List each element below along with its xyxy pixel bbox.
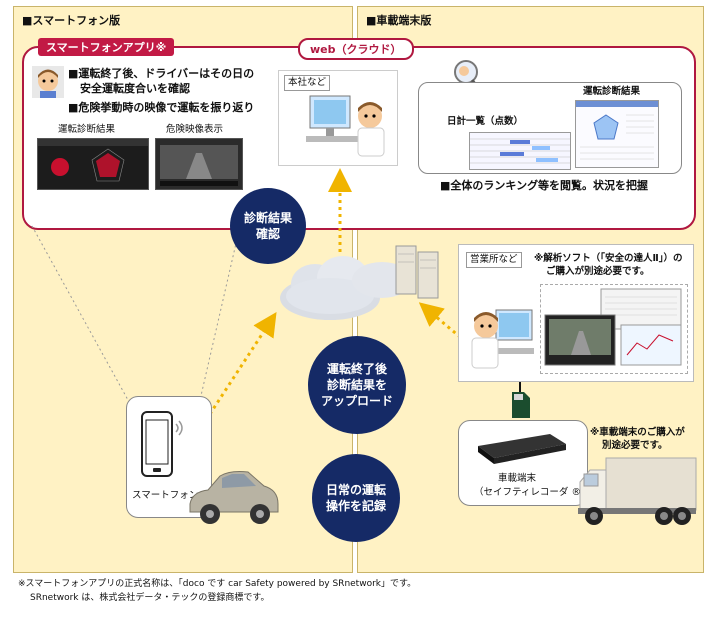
smartphone-icon <box>140 410 186 480</box>
office-person-at-computer <box>466 304 536 374</box>
device-note-line2: 別途必要です。 <box>602 440 668 451</box>
software-note-line2: ご購入が別途必要です。 <box>546 266 650 277</box>
web-cloud-tag: web（クラウド） <box>298 38 414 60</box>
car-icon <box>186 464 282 530</box>
circle1-line2: 確認 <box>255 227 280 241</box>
bullet-check-line1: ■運転終了後、ドライバーはその日の <box>68 67 255 80</box>
daily-list-label: 日計一覧（点数） <box>447 116 524 127</box>
circle2-line2: 診断結果を <box>326 378 387 392</box>
software-note-line1: ※解析ソフト（「安全の達人Ⅱ」）の <box>534 253 683 264</box>
bullet-review-video: ■危険挙動時の映像で運転を振り返り <box>68 101 255 114</box>
smartphone-label: スマートフォン <box>132 490 199 501</box>
office-label: 営業所など <box>466 252 522 268</box>
circle3-line1: 日常の運転 <box>325 483 386 497</box>
hq-label: 本社など <box>284 75 331 91</box>
circle2-line1: 運転終了後 <box>326 362 387 376</box>
label-danger-video: 危険映像表示 <box>166 124 224 135</box>
footer-note-line1: ※スマートフォンアプリの正式名称は、「doco です car Safety po… <box>18 579 417 589</box>
cloud-icon <box>275 248 385 326</box>
server-icon <box>352 240 442 302</box>
hq-person-at-computer <box>300 92 396 162</box>
smartphone-app-tag: スマートフォンアプリ※ <box>38 38 175 56</box>
onboard-section-title: ■車載端末版 <box>366 14 432 27</box>
step-check-results-circle: 診断結果確認 <box>230 188 306 264</box>
danger-video-screenshot <box>155 138 243 190</box>
footer-note-line2: SRnetwork は、株式会社データ・テックの登録商標です。 <box>30 593 270 603</box>
diagnosis-screenshot <box>37 138 149 190</box>
smartphone-section-title: ■スマートフォン版 <box>22 14 121 27</box>
diag-result-label: 運転診断結果 <box>583 86 641 97</box>
bullet-check-line2: 安全運転度合いを確認 <box>80 82 190 95</box>
device-label-line1: 車載端末 <box>498 473 537 484</box>
diag-result-screenshot <box>575 100 659 168</box>
step-record-circle: 日常の運転操作を記録 <box>312 454 400 542</box>
label-driving-diagnosis: 運転診断結果 <box>58 124 116 135</box>
device-note-line1: ※車載端末のご購入が <box>590 427 685 438</box>
sd-card-icon <box>510 392 530 418</box>
device-callout <box>458 420 588 506</box>
analysis-software-screens <box>540 284 688 374</box>
step-upload-circle: 運転終了後診断結果をアップロード <box>308 336 406 434</box>
truck-icon <box>576 452 698 532</box>
circle2-line3: アップロード <box>320 394 393 408</box>
driver-avatar <box>32 66 64 98</box>
circle1-line1: 診断結果 <box>243 211 292 225</box>
ranking-note: ■全体のランキング等を閲覧。状況を把握 <box>440 179 649 192</box>
device-label-line2: （セイフティレコーダ ®） <box>474 487 591 498</box>
onboard-device-icon <box>470 430 570 466</box>
daily-list-screenshot <box>469 132 571 170</box>
circle3-line2: 操作を記録 <box>325 499 386 513</box>
